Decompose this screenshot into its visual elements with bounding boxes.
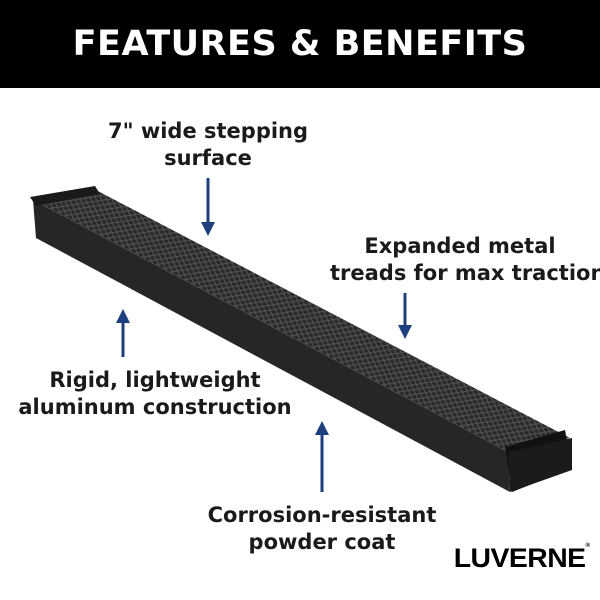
- callout-line: 7" wide stepping: [107, 119, 309, 143]
- callout-line: Corrosion-resistant: [207, 503, 437, 527]
- page-title: FEATURES & BENEFITS: [72, 24, 528, 64]
- arrow-up-icon: [315, 421, 329, 492]
- callout-coating: Corrosion-resistant powder coat: [192, 502, 452, 556]
- luverne-logo: LUVERNE®: [454, 543, 590, 574]
- arrow-up-icon: [116, 309, 130, 357]
- board-side-face: [33, 200, 510, 492]
- arrow-down-icon: [398, 293, 412, 339]
- end-cap-left: [30, 186, 100, 206]
- callout-line: aluminum construction: [18, 395, 292, 419]
- callout-treads: Expanded metal treads for max traction: [330, 233, 600, 287]
- callout-line: Rigid, lightweight: [49, 368, 261, 392]
- board-tread-surface: [33, 188, 570, 452]
- logo-text: LUVERNE: [453, 543, 586, 573]
- callout-line: treads for max traction: [330, 261, 600, 285]
- trademark: ®: [585, 543, 591, 549]
- header-banner: FEATURES & BENEFITS: [0, 0, 600, 88]
- callout-line: Expanded metal: [364, 234, 556, 258]
- callout-line: surface: [164, 146, 252, 170]
- callout-stepping-surface: 7" wide stepping surface: [88, 118, 328, 172]
- arrow-down-icon: [201, 178, 215, 236]
- callout-line: powder coat: [248, 530, 396, 554]
- callout-construction: Rigid, lightweight aluminum construction: [10, 367, 300, 421]
- step-board: [30, 186, 572, 492]
